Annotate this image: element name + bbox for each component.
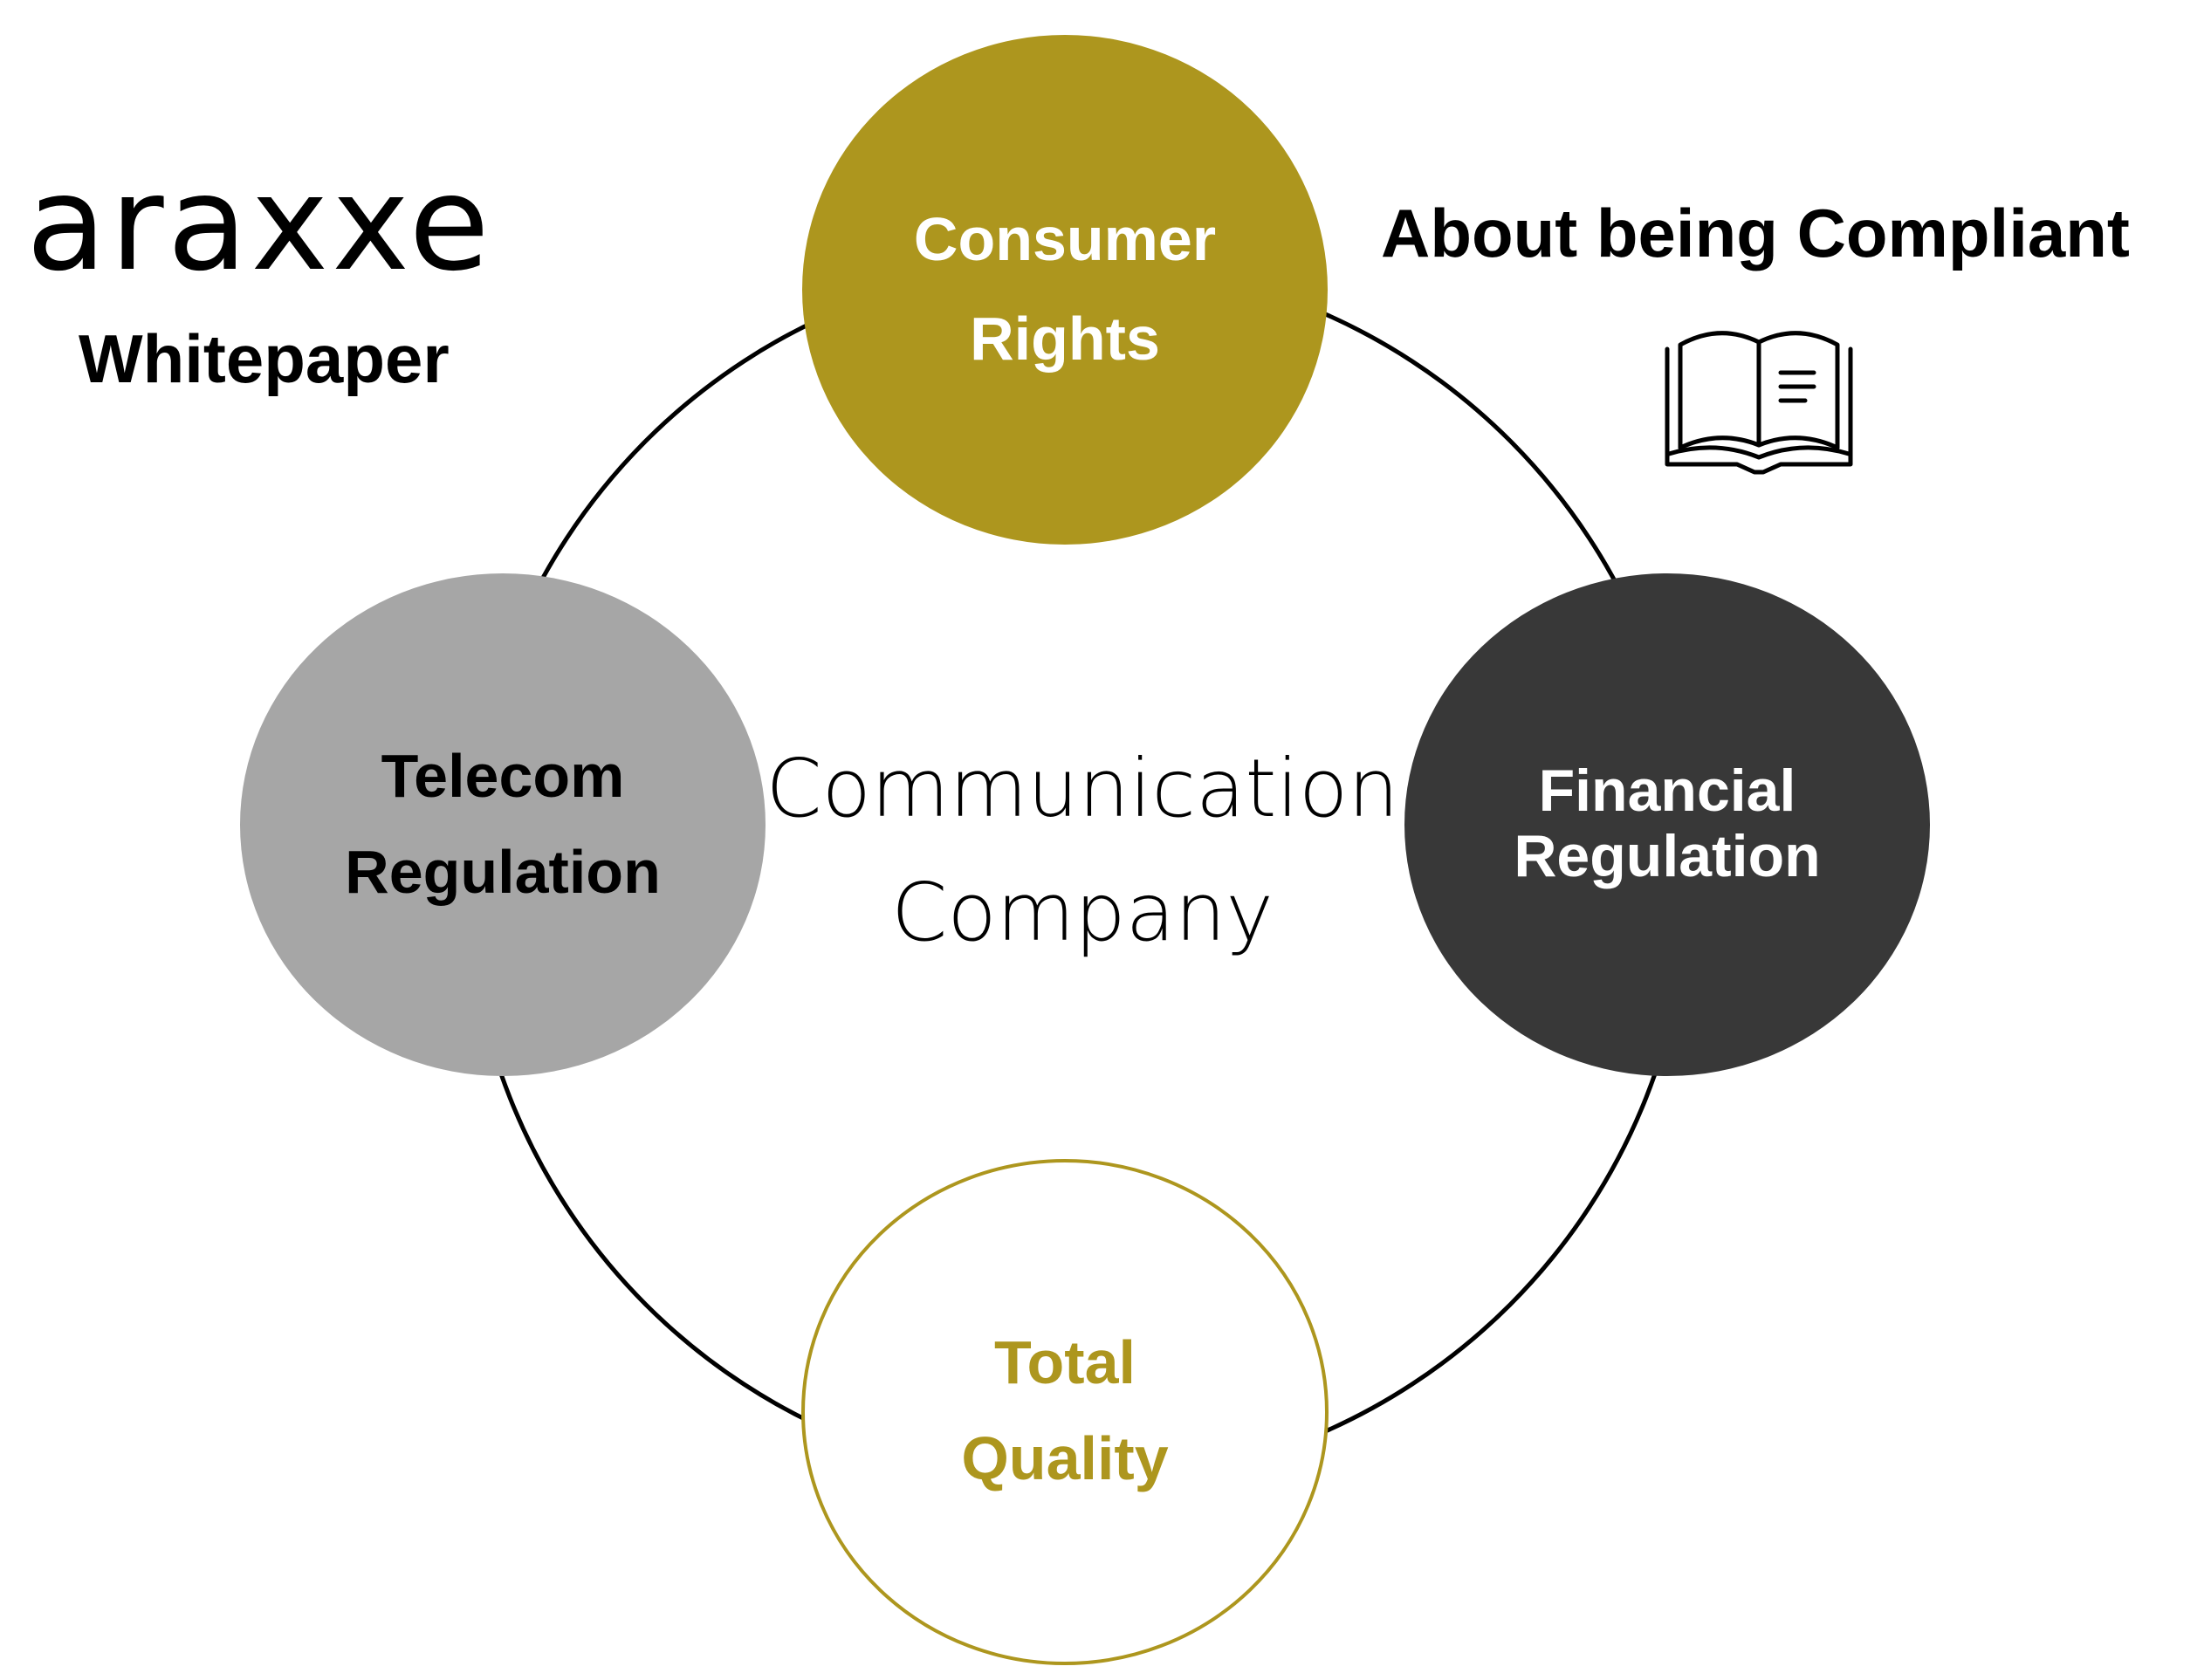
node-total-quality: Total Quality [801, 1159, 1329, 1665]
node-consumer-rights-line2: Rights [970, 305, 1160, 373]
node-consumer-rights: Consumer Rights [802, 35, 1328, 545]
open-book-icon [1665, 331, 1853, 475]
node-total-quality-line2: Quality [961, 1424, 1168, 1492]
node-financial-regulation: Financial Regulation [1404, 573, 1930, 1076]
node-financial-regulation-line1: Financial [1539, 758, 1796, 824]
center-label-line2: Company [891, 866, 1274, 959]
center-label-line1: Communication [766, 742, 1398, 835]
node-total-quality-line1: Total [994, 1328, 1136, 1396]
node-consumer-rights-circle [802, 35, 1328, 545]
page-title: About being Compliant [1381, 195, 2130, 271]
node-telecom-regulation-circle [240, 573, 766, 1076]
node-financial-regulation-line2: Regulation [1514, 823, 1820, 889]
node-consumer-rights-line1: Consumer [914, 205, 1216, 273]
node-telecom-regulation-line1: Telecom [381, 742, 625, 810]
node-total-quality-circle [801, 1159, 1329, 1665]
node-telecom-regulation: Telecom Regulation [240, 573, 766, 1076]
node-telecom-regulation-line2: Regulation [345, 838, 661, 906]
brand-logo: araxxe [26, 148, 493, 300]
node-financial-regulation-circle [1404, 573, 1930, 1076]
brand-subtitle: Whitepaper [79, 320, 450, 397]
